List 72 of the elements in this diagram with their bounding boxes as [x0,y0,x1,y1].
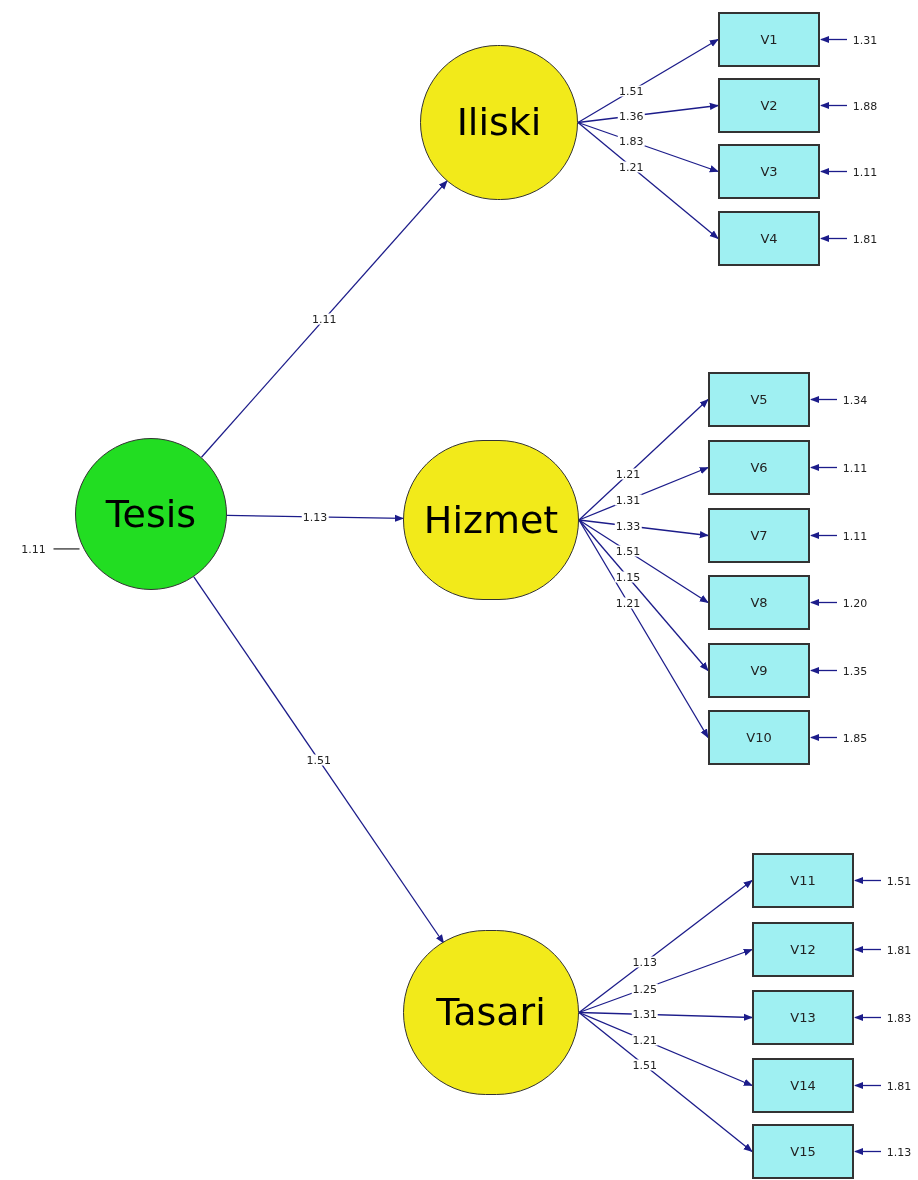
edge-label: 1.21 [614,468,642,480]
edge-label: 1.51 [617,85,645,97]
error-arrow [820,101,848,110]
edge-label: 1.35 [841,665,869,676]
path-arrow [578,398,709,521]
edge-label: 1.81 [885,944,913,955]
observed-variable-box: V7 [708,508,810,563]
error-arrow [810,733,838,742]
edge-label: 1.51 [614,545,642,557]
edge-label: 1.11 [20,543,47,555]
edge-label: 1.81 [851,233,879,244]
edge-label: 1.51 [885,875,913,886]
observed-variable-box: V3 [718,144,820,199]
error-arrow [810,531,838,540]
observed-variable-box: V14 [752,1058,854,1113]
path-arrow [578,519,709,739]
edge-label: 1.11 [851,166,879,177]
observed-variable-box: V1 [718,12,820,67]
edge-label: 1.31 [631,1008,658,1020]
observed-variable-box: V8 [708,575,810,630]
edge-label: 1.13 [885,1146,913,1157]
edge-label: 1.13 [301,511,329,523]
observed-variable-box: V5 [708,372,810,427]
edge-label: 1.31 [614,494,642,506]
edge-label: 1.11 [841,462,869,473]
observed-variable-box: V9 [708,643,810,698]
observed-variable-box: V6 [708,440,810,495]
error-arrow [810,666,838,675]
path-arrow [577,121,719,240]
path-arrow [578,1011,753,1153]
edge-label: 1.21 [631,1034,658,1046]
edge-label: 1.31 [851,34,879,45]
edge-label: 1.51 [631,1059,658,1071]
edge-label: 1.13 [631,956,658,968]
error-arrow [854,1081,882,1090]
edge-label: 1.15 [614,571,642,583]
edge-label: 1.88 [851,100,879,111]
error-arrow [854,876,882,885]
edge-label: 1.20 [841,597,869,608]
error-arrow [810,395,838,404]
edge-label: 1.51 [305,754,332,766]
error-arrow [854,945,882,954]
edge-label: 1.34 [841,394,869,405]
observed-variable-box: V15 [752,1124,854,1179]
edge-label: 1.81 [885,1080,913,1091]
edge-label: 1.21 [614,597,642,609]
path-arrow [578,879,753,1014]
error-arrow [820,234,848,243]
observed-variable-box: V2 [718,78,820,133]
observed-variable-box: V10 [708,710,810,765]
edge-label: 1.21 [617,161,645,173]
error-arrow [854,1013,882,1022]
edge-label: 1.11 [311,313,338,325]
error-line [52,548,81,550]
edge-label: 1.83 [617,135,645,147]
path-arrow [193,576,445,944]
observed-variable-box: V13 [752,990,854,1045]
path-arrow [578,519,709,672]
error-arrow [820,35,848,44]
observed-variable-box: V12 [752,922,854,977]
edge-label: 1.11 [841,530,869,541]
edge-label: 1.85 [841,732,869,743]
error-arrow [810,598,838,607]
path-arrow [200,180,448,458]
edge-label: 1.83 [885,1012,913,1023]
edge-label: 1.25 [631,983,658,995]
error-arrow [810,463,838,472]
error-arrow [820,167,848,176]
edge-label: 1.33 [614,520,642,532]
observed-variable-box: V11 [752,853,854,908]
observed-variable-box: V4 [718,211,820,266]
edge-label: 1.36 [617,110,645,122]
